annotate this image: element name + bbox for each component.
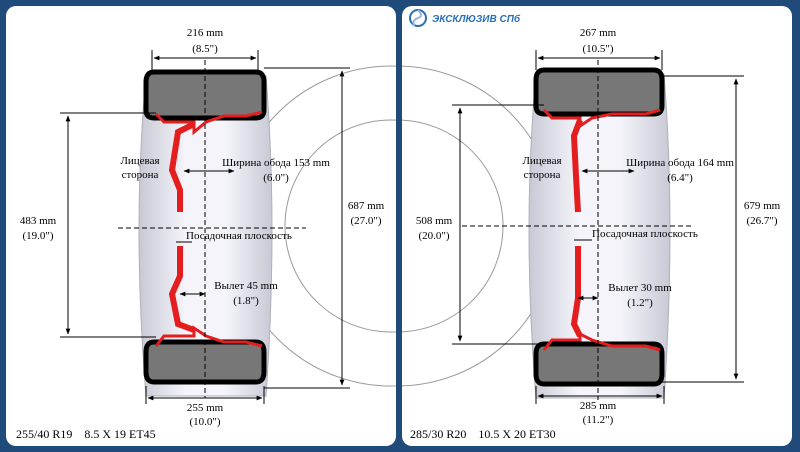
rim-height-in: (19.0") <box>22 230 53 242</box>
section-width-in: (10.5") <box>582 43 613 55</box>
rim-bottom-spoke <box>168 246 196 333</box>
left-wheel-panel: 216 mm (8.5") 483 mm (19.0") 687 mm (27.… <box>6 6 396 446</box>
rim-width-mm: Ширина обода 164 mm <box>626 157 734 169</box>
rim-diameter-circle <box>284 119 396 333</box>
outer-diameter-in: (27.0") <box>350 215 381 227</box>
section-width-mm: 216 mm <box>187 27 224 39</box>
rim-width-mm: Ширина обода 153 mm <box>222 157 330 169</box>
rim-top-spoke <box>570 118 583 213</box>
rim-height-in: (20.0") <box>418 230 449 242</box>
tread-width-in: (10.0") <box>189 416 220 428</box>
tread-width-mm: 285 mm <box>580 400 617 412</box>
right-wheel-panel: ЭКСКЛЮЗИВ СПб 267 mm (10.5") <box>402 6 792 446</box>
section-width-mm: 267 mm <box>580 27 617 39</box>
rim-top-spoke <box>168 121 196 212</box>
rim-height-mm: 508 mm <box>416 215 453 227</box>
rim-top-flange <box>542 108 661 129</box>
wheel-spec-label: 255/40 R19 8.5 X 19 ET45 <box>16 427 156 441</box>
rim-width-in: (6.0") <box>263 172 289 184</box>
right-wheel-diagram: ЭКСКЛЮЗИВ СПб 267 mm (10.5") <box>402 9 781 441</box>
offset-in: (1.2") <box>627 297 653 309</box>
outer-diameter-mm: 687 mm <box>348 200 385 212</box>
outer-diameter-mm: 679 mm <box>744 200 781 212</box>
tire-bottom-section <box>533 341 665 387</box>
rim-bottom-flange <box>154 325 263 348</box>
wheel-spec-label: 285/30 R20 10.5 X 20 ET30 <box>410 427 556 441</box>
face-side-line2: сторона <box>122 169 159 181</box>
tread-width-in: (11.2") <box>583 414 614 426</box>
mounting-plane-label: Посадочная плоскость <box>186 230 292 242</box>
rim-top-flange <box>154 110 263 136</box>
offset-in: (1.8") <box>233 295 259 307</box>
rim-bottom-spoke <box>570 246 583 338</box>
offset-mm: Вылет 30 mm <box>608 282 672 294</box>
left-wheel-diagram: 216 mm (8.5") 483 mm (19.0") 687 mm (27.… <box>16 27 396 441</box>
rim-width-in: (6.4") <box>667 172 693 184</box>
rim-height-mm: 483 mm <box>20 215 57 227</box>
offset-mm: Вылет 45 mm <box>214 280 278 292</box>
face-side-line2: сторона <box>524 169 561 181</box>
mounting-plane-label: Посадочная плоскость <box>592 228 698 240</box>
section-width-in: (8.5") <box>192 43 218 55</box>
tread-width-mm: 255 mm <box>187 402 224 414</box>
tire-bottom-section <box>143 339 267 385</box>
outer-diameter-in: (26.7") <box>746 215 777 227</box>
rim-bottom-flange <box>542 331 661 352</box>
brand-logo-text: ЭКСКЛЮЗИВ СПб <box>432 13 521 25</box>
triskelion-logo-icon <box>409 9 427 27</box>
face-side-line1: Лицевая <box>522 155 561 167</box>
tire-top-section <box>533 67 665 117</box>
face-side-line1: Лицевая <box>120 155 159 167</box>
